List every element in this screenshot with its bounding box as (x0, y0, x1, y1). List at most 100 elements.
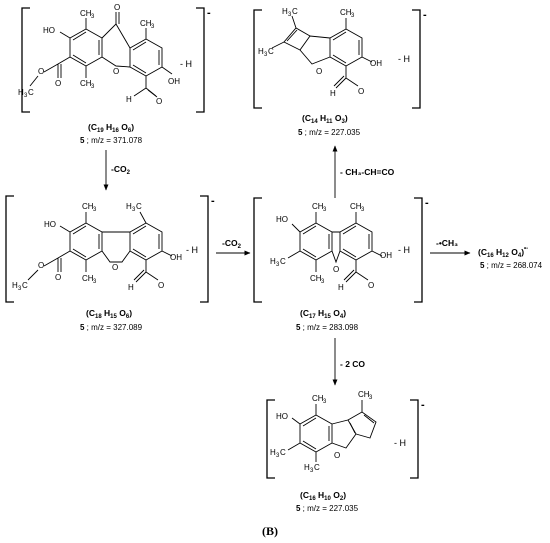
formula-c19: (C19 H16 O6) (88, 122, 134, 134)
svg-text:3: 3 (93, 207, 97, 213)
svg-text:3: 3 (276, 453, 280, 459)
svg-text:-CO2: -CO2 (111, 164, 131, 176)
svg-text:3: 3 (321, 279, 325, 285)
cyclobutene-ring (283, 27, 311, 51)
svg-text:3: 3 (93, 279, 97, 285)
methyl-label: CH (80, 79, 92, 88)
svg-text:CH: CH (350, 202, 362, 211)
structure-c16-bottom: - - H O CH 3 CH 3 HO H 3 C H 3 C (C16 H1… (266, 390, 425, 513)
svg-text:-: - (421, 399, 425, 411)
furan-ring (299, 35, 331, 65)
mz-c19: 5 ; m/z = 371.078 (80, 136, 143, 145)
svg-text:O: O (55, 273, 61, 282)
bracket-right (196, 7, 205, 113)
ester-o: O (55, 79, 61, 88)
svg-text:CH: CH (358, 390, 370, 399)
svg-text:H: H (126, 202, 132, 211)
ether-o: O (113, 67, 119, 76)
svg-text:OH: OH (380, 251, 392, 260)
mz-c14: 5 ; m/z = 227.035 (298, 128, 361, 137)
svg-text:CH: CH (312, 394, 324, 403)
svg-text:OH: OH (170, 253, 182, 262)
svg-text:OH: OH (370, 59, 382, 68)
svg-text:O: O (112, 263, 118, 272)
svg-text:O: O (334, 451, 340, 460)
svg-text:H: H (128, 283, 134, 292)
formula-c17: (C17 H15 O4) (300, 308, 346, 320)
formula-c14: (C14 H11 O3) (302, 113, 348, 125)
loss-h: - H (180, 59, 192, 69)
svg-text:O: O (368, 281, 374, 290)
svg-text:H: H (270, 448, 276, 457)
svg-text:CH: CH (310, 274, 322, 283)
svg-text:3: 3 (91, 14, 95, 20)
ring-a (69, 28, 103, 67)
mz-c18: 5 ; m/z = 327.089 (80, 323, 143, 332)
step-2co: - 2 CO (332, 338, 365, 386)
svg-text:- H: - H (398, 245, 410, 255)
svg-text:-•CH₃: -•CH₃ (436, 238, 458, 248)
svg-text:H: H (330, 89, 336, 98)
mz-c17: 5 ; m/z = 283.098 (296, 323, 359, 332)
svg-text:3: 3 (276, 262, 280, 268)
svg-text:C: C (22, 281, 28, 290)
svg-text:C: C (28, 88, 34, 97)
step-co2-right: -CO2 (216, 238, 251, 256)
panel-label: (B) (262, 524, 278, 538)
hydroxyl-label: HO (43, 26, 55, 35)
svg-text:-: - (423, 9, 427, 21)
structure-c18: - - H O CH 3 HO O O H 3 C CH 3 H 3 C OH … (5, 195, 215, 332)
svg-text:3: 3 (323, 207, 327, 213)
svg-text:C: C (280, 448, 286, 457)
svg-text:HO: HO (276, 215, 288, 224)
step-ketene: - CH₃-CH=CO (332, 145, 395, 198)
formula-c16a: (C16 H12 O4)•- (478, 246, 528, 259)
methyl-label: CH (140, 19, 152, 28)
svg-text:3: 3 (91, 84, 95, 90)
structure-c19: - - H O O CH 3 HO O O H 3 C CH 3 CH 3 OH (18, 3, 211, 145)
svg-text:3: 3 (310, 468, 314, 474)
svg-text:O: O (38, 261, 44, 270)
formula-c18: (C18 H15 O6) (86, 308, 132, 320)
structure-c17: - - H O HO H 3 C CH 3 CH 3 CH 3 OH O H (… (253, 197, 429, 332)
svg-text:C: C (268, 47, 274, 56)
svg-text:3: 3 (264, 52, 268, 58)
methyl-label: CH (80, 9, 92, 18)
svg-text:O: O (316, 67, 322, 76)
svg-text:O: O (158, 281, 164, 290)
svg-text:HO: HO (276, 412, 288, 421)
svg-text:H: H (12, 281, 18, 290)
svg-text:C: C (280, 257, 286, 266)
svg-text:3: 3 (351, 13, 355, 19)
svg-text:3: 3 (323, 399, 327, 405)
ring-b (129, 38, 163, 77)
svg-text:C: C (136, 202, 142, 211)
svg-text:H: H (304, 463, 310, 472)
svg-text:- H: - H (186, 245, 198, 255)
bracket-left (21, 7, 30, 113)
hydroxyl-label: OH (168, 77, 180, 86)
svg-text:HO: HO (44, 220, 56, 229)
mz-c16a: 5 ; m/z = 268.074 (480, 261, 543, 270)
svg-text:H: H (270, 257, 276, 266)
step-co2-down: -CO2 (103, 150, 131, 191)
structure-c14: - - H O H 3 C H 3 C CH 3 OH O H (C14 H11… (253, 7, 427, 137)
mz-c16b: 5 ; m/z = 227.035 (296, 504, 359, 513)
svg-text:- H: - H (394, 438, 406, 448)
svg-text:3: 3 (288, 12, 292, 18)
svg-text:-CO2: -CO2 (222, 238, 242, 250)
svg-text:H: H (258, 47, 264, 56)
aldehyde-h: H (126, 95, 132, 104)
charge-sign: - (207, 7, 211, 19)
carbonyl-o: O (114, 3, 120, 12)
methoxy-label: H (18, 88, 24, 97)
svg-text:CH: CH (312, 202, 324, 211)
svg-text:CH: CH (82, 274, 94, 283)
svg-text:- 2 CO: - 2 CO (340, 359, 365, 369)
svg-text:CH: CH (340, 8, 352, 17)
svg-text:3: 3 (18, 286, 22, 292)
svg-text:3: 3 (369, 395, 373, 401)
structure-c16-radical: (C16 H12 O4)•- 5 ; m/z = 268.074 (478, 246, 543, 270)
step-ch3: -•CH₃ (430, 238, 471, 256)
